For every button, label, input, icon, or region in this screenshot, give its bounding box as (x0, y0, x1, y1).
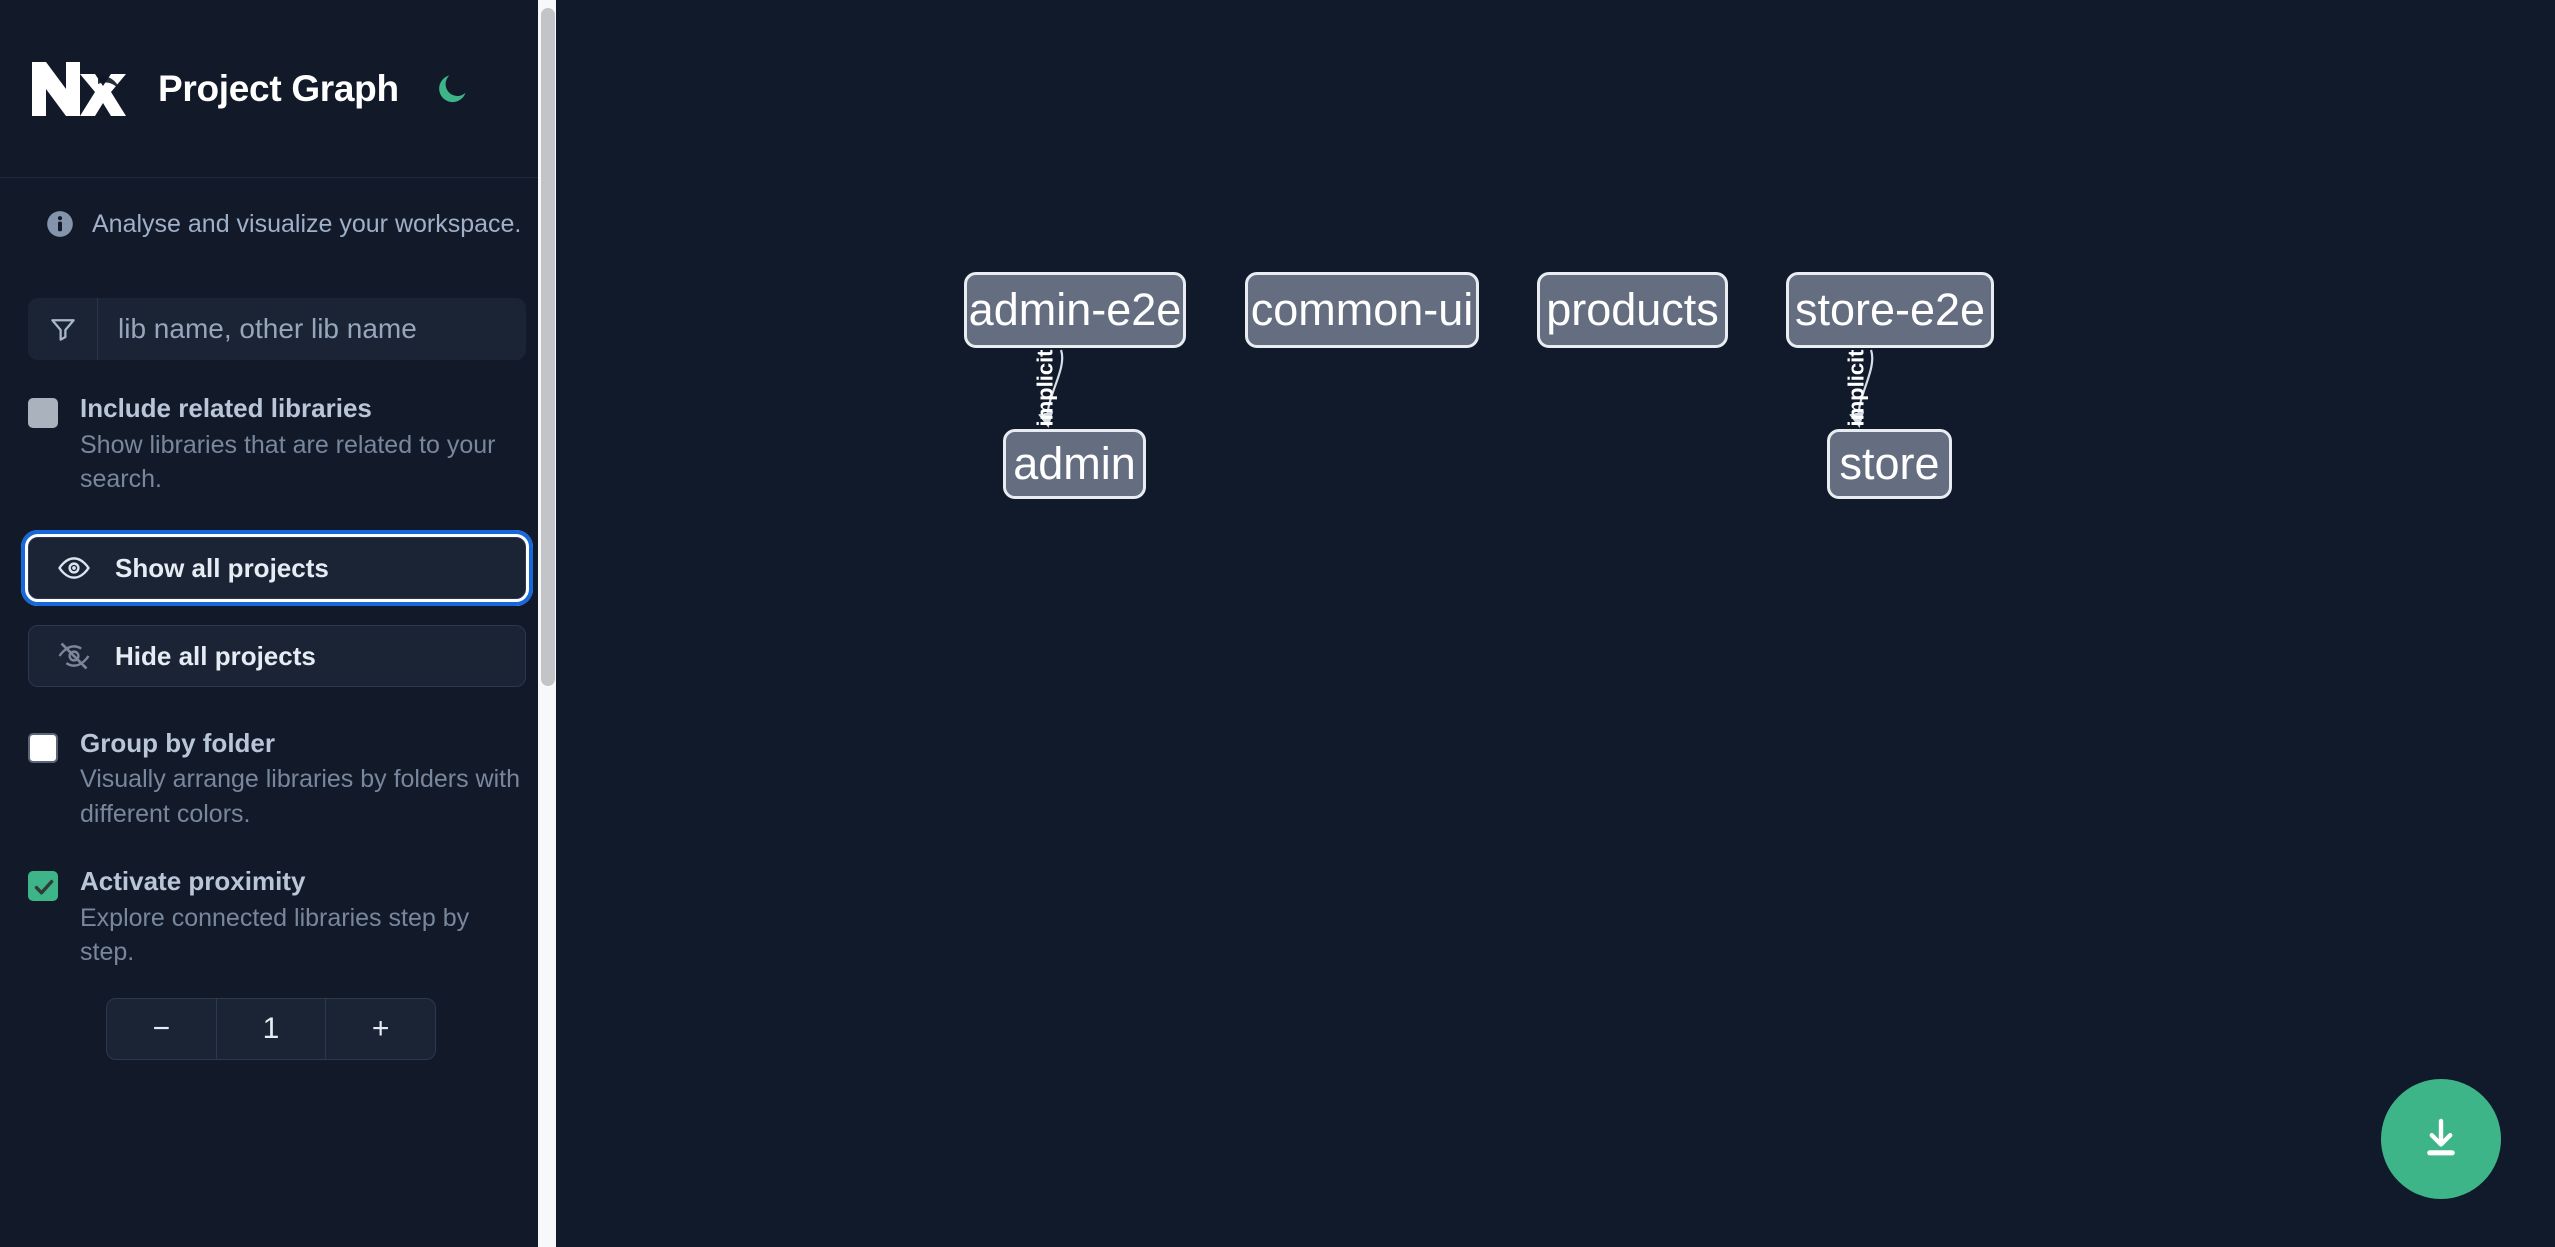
eye-off-icon (57, 639, 91, 673)
option-activate-proximity[interactable]: Activate proximity Explore connected lib… (28, 865, 528, 970)
node-label: store (1839, 438, 1940, 489)
option-label: Group by folder (80, 727, 275, 758)
eye-icon (57, 551, 91, 585)
graph-node-store[interactable]: store (1827, 429, 1952, 499)
option-text: Include related libraries Show libraries… (80, 392, 528, 497)
search-input[interactable] (98, 298, 526, 360)
edge-label-implicit: implicit (1843, 349, 1869, 427)
graph-node-admin[interactable]: admin (1003, 429, 1146, 499)
option-label: Include related libraries (80, 393, 372, 423)
node-label: store-e2e (1794, 284, 1986, 335)
sidebar-scrollbar[interactable] (538, 0, 556, 1247)
download-icon (2417, 1114, 2465, 1165)
info-icon (46, 210, 74, 238)
filter-funnel-icon (28, 298, 98, 360)
node-label: admin (1013, 438, 1136, 489)
nx-logo (28, 56, 128, 122)
graph-canvas[interactable]: implicit implicit admin-e2e common-ui pr… (556, 0, 2555, 1247)
sidebar-body: Include related libraries Show libraries… (0, 298, 556, 1060)
include-related-libraries-checkbox[interactable] (28, 398, 58, 428)
option-description: Show libraries that are related to your … (80, 430, 496, 494)
show-all-projects-label: Show all projects (115, 552, 329, 583)
option-group-by-folder[interactable]: Group by folder Visually arrange librari… (28, 727, 528, 832)
proximity-stepper[interactable]: − 1 + (106, 997, 436, 1060)
sidebar-scrollbar-thumb[interactable] (541, 8, 555, 686)
tagline-text: Analyse and visualize your workspace. (92, 209, 522, 238)
graph-node-store-e2e[interactable]: store-e2e (1786, 272, 1994, 348)
option-description: Visually arrange libraries by folders wi… (80, 765, 521, 828)
proximity-increment-button[interactable]: + (371, 1011, 390, 1045)
sidebar-tagline: Analyse and visualize your workspace. (0, 178, 556, 270)
option-include-related-libraries[interactable]: Include related libraries Show libraries… (28, 392, 528, 497)
graph-node-common-ui[interactable]: common-ui (1245, 272, 1479, 348)
download-graph-button[interactable] (2381, 1079, 2501, 1199)
graph-edges (1038, 349, 1874, 429)
graph-node-admin-e2e[interactable]: admin-e2e (964, 272, 1186, 348)
moon-icon[interactable] (429, 66, 475, 112)
page-title: Project Graph (158, 67, 399, 109)
group-by-folder-checkbox[interactable] (28, 732, 58, 763)
edge-label-implicit: implicit (1032, 349, 1058, 427)
graph-node-products[interactable]: products (1537, 272, 1728, 348)
option-description: Explore connected libraries step by step… (80, 903, 470, 967)
proximity-value: 1 (215, 998, 327, 1059)
show-all-projects-button[interactable]: Show all projects (21, 529, 533, 606)
sidebar: Project Graph Analyse and visualize your… (0, 0, 556, 1247)
option-label: Activate proximity (80, 866, 306, 896)
node-label: common-ui (1250, 284, 1474, 335)
proximity-decrement-button[interactable]: − (152, 1011, 171, 1045)
hide-all-projects-label: Hide all projects (115, 640, 316, 671)
option-text: Group by folder Visually arrange librari… (80, 727, 528, 832)
activate-proximity-checkbox[interactable] (28, 871, 58, 901)
sidebar-header: Project Graph (0, 0, 556, 178)
node-label: products (1546, 284, 1719, 335)
search-field-wrapper[interactable] (28, 298, 526, 360)
option-text: Activate proximity Explore connected lib… (80, 865, 528, 970)
hide-all-projects-button[interactable]: Hide all projects (28, 624, 526, 687)
node-label: admin-e2e (968, 284, 1182, 335)
